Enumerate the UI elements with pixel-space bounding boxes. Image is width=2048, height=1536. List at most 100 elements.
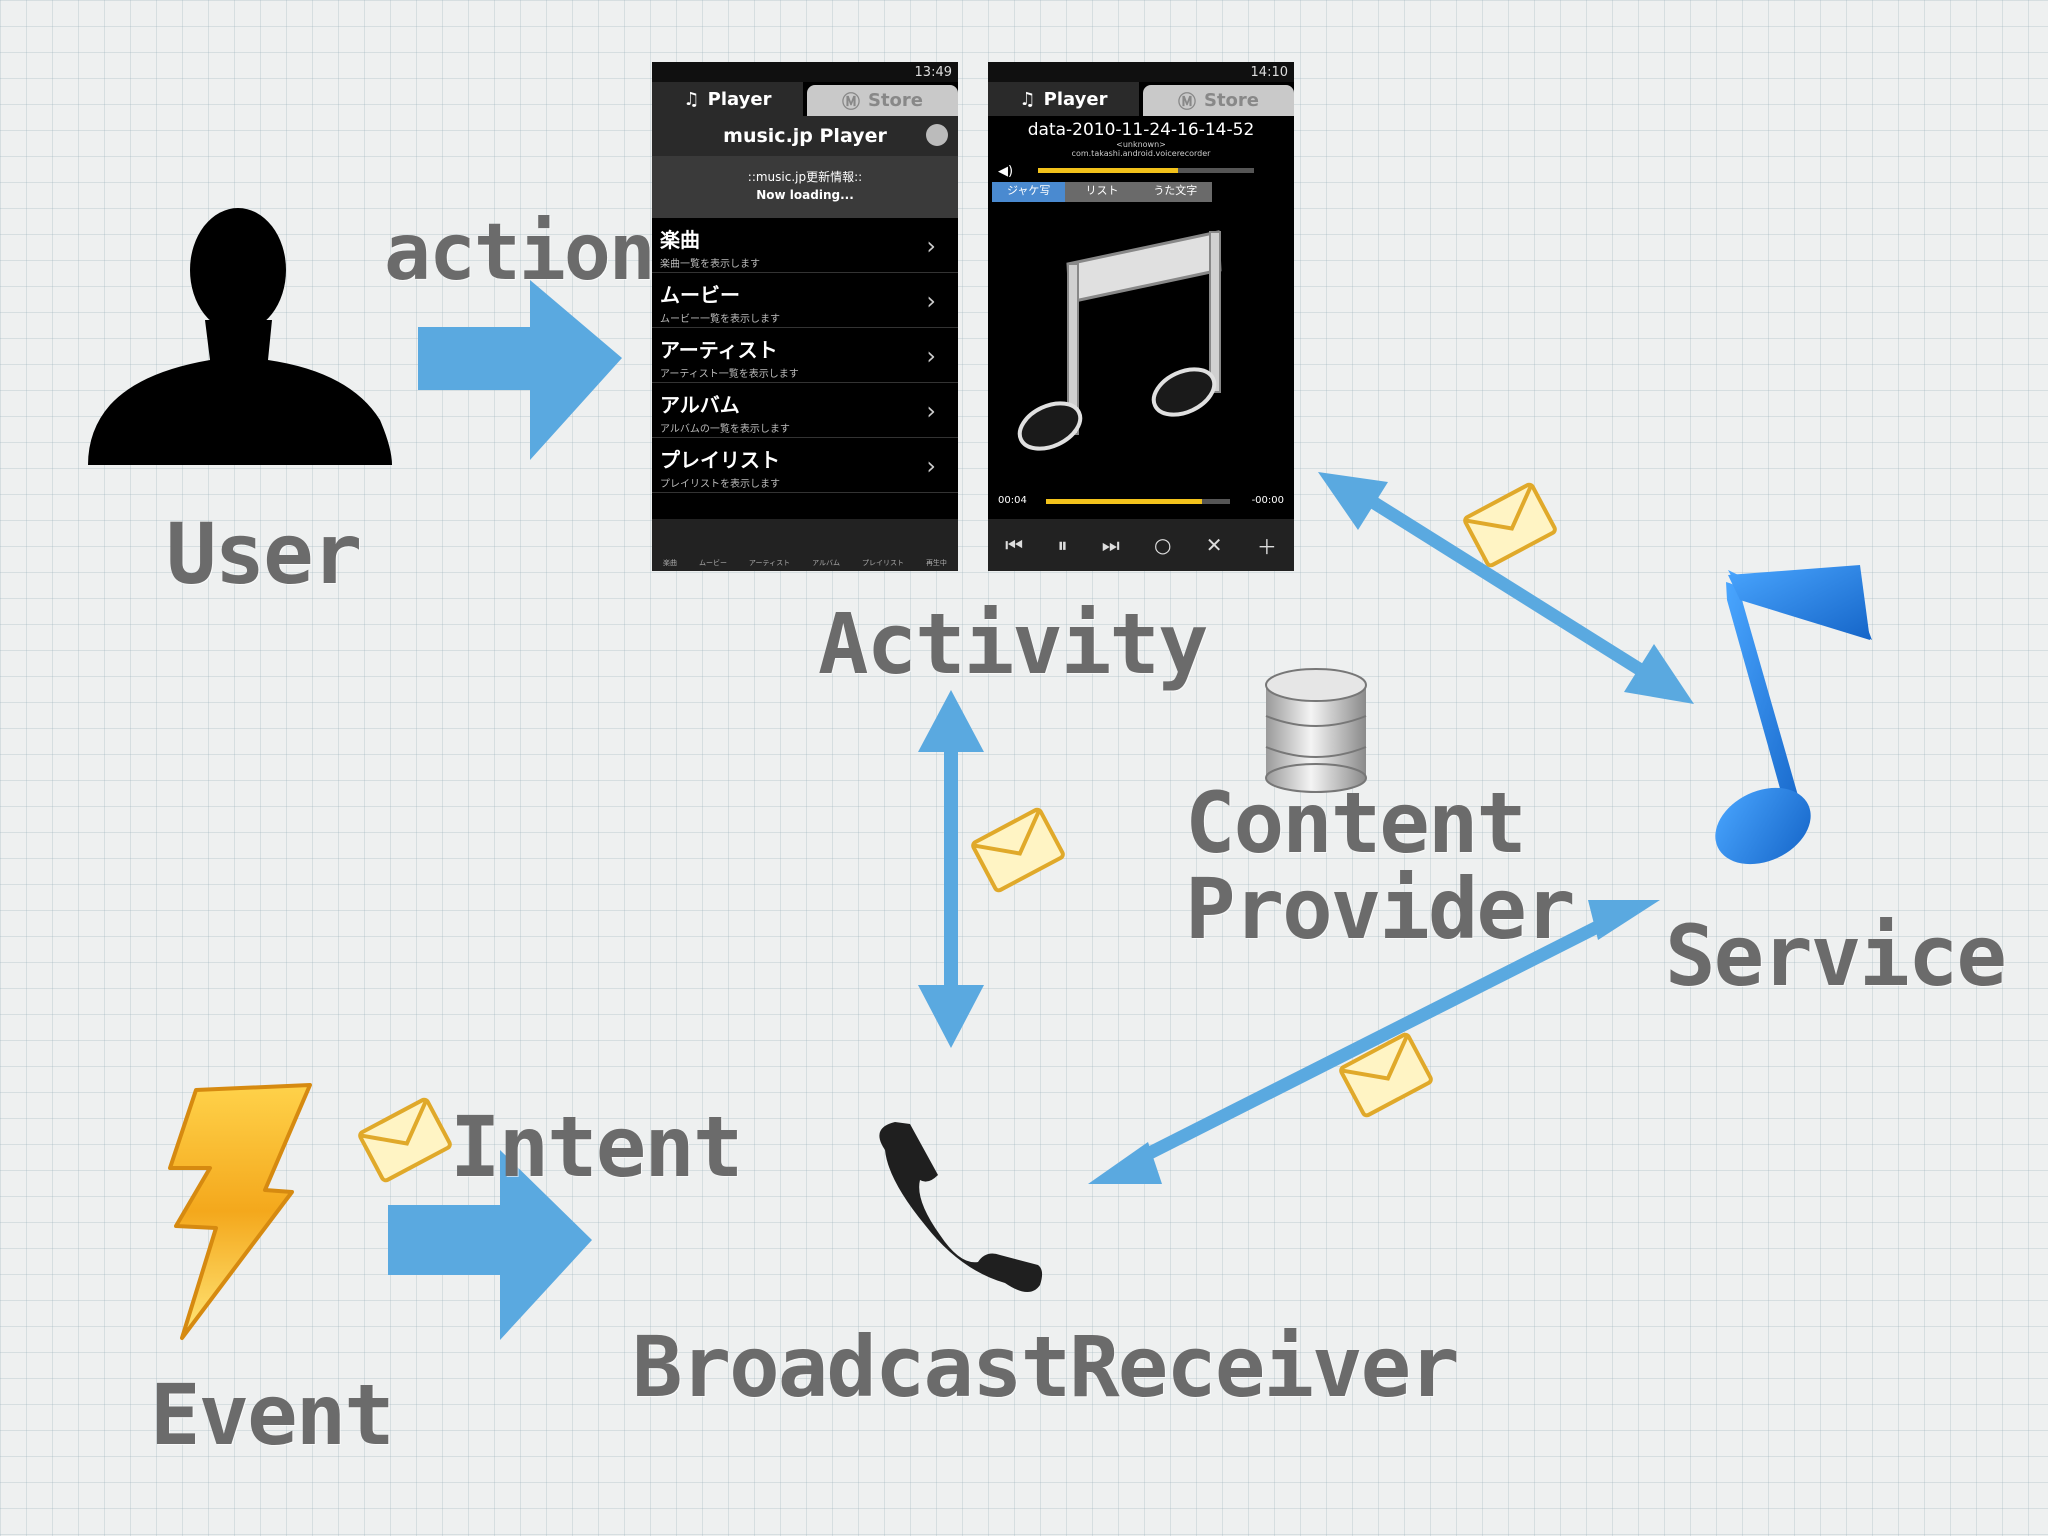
menu-list: 楽曲楽曲一覧を表示します› ムービームービー一覧を表示します› アーティストアー… xyxy=(652,218,958,493)
app-title-text: music.jp Player xyxy=(723,125,887,147)
speaker-icon: ◀) xyxy=(998,164,1014,179)
tab-store-label: Store xyxy=(867,90,924,111)
message-envelope-icon xyxy=(359,1098,451,1181)
app-title: music.jp Player xyxy=(652,116,958,156)
view-subtabs: ジャケ写 リスト うた文字 xyxy=(992,182,1212,202)
album-art-music-note-icon xyxy=(1017,230,1222,451)
status-time: 13:49 xyxy=(914,64,952,80)
store-logo-icon: Ⓜ xyxy=(1177,91,1196,113)
tab-store[interactable]: Ⓜ Store xyxy=(1143,85,1294,116)
action-label: action xyxy=(384,208,656,298)
pause-icon[interactable]: ⏸ xyxy=(1057,533,1068,557)
bottom-nav-item[interactable]: 楽曲 xyxy=(662,559,677,567)
menu-item-label: アルバム xyxy=(660,393,740,417)
activity-receiver-arrow xyxy=(918,690,984,1048)
activity-label: Activity xyxy=(818,595,1209,693)
tab-player[interactable]: ♫ Player xyxy=(652,82,803,116)
subtab-lyrics[interactable]: うた文字 xyxy=(1153,184,1198,197)
bottom-nav-item[interactable]: アルバム xyxy=(812,559,840,567)
bottom-nav-item[interactable]: 再生中 xyxy=(925,559,947,567)
previous-icon[interactable]: ⏮ xyxy=(1005,533,1024,557)
chevron-right-icon: › xyxy=(926,232,936,260)
menu-item-sub: ムービー一覧を表示します xyxy=(660,314,780,325)
tab-player[interactable]: ♫ Player xyxy=(988,82,1139,116)
track-artist: <unknown> xyxy=(1116,140,1166,149)
subtab-list[interactable]: リスト xyxy=(1085,184,1119,197)
progress-row: 00:04 -00:00 xyxy=(988,489,1294,513)
lightning-bolt-icon xyxy=(168,1083,312,1340)
menu-item[interactable]: プレイリストプレイリストを表示します › xyxy=(652,438,958,493)
phone-handset-icon xyxy=(879,1122,1043,1293)
repeat-icon[interactable]: ○ xyxy=(1154,533,1172,557)
bottom-nav-item[interactable]: プレイリスト xyxy=(861,559,904,567)
menu-item-sub: 楽曲一覧を表示します xyxy=(660,259,760,270)
content-provider-line1: Content xyxy=(1185,774,1527,872)
tab-store-label: Store xyxy=(1203,90,1260,111)
service-label: Service xyxy=(1665,907,2007,1005)
globe-icon[interactable] xyxy=(926,124,948,146)
menu-item[interactable]: 楽曲楽曲一覧を表示します › xyxy=(652,218,958,273)
intent-arrow xyxy=(388,1150,592,1340)
status-bar: 13:49 xyxy=(652,62,958,82)
status-bar: 14:10 xyxy=(988,62,1294,82)
store-logo-icon: Ⓜ xyxy=(841,91,860,113)
chevron-right-icon: › xyxy=(926,287,936,315)
seek-fill xyxy=(1046,499,1203,504)
tab-player-label: Player xyxy=(707,88,772,110)
chevron-right-icon: › xyxy=(926,342,936,370)
volume-slider[interactable] xyxy=(1038,168,1254,173)
intent-label: Intent xyxy=(450,1098,743,1196)
service-receiver-arrow xyxy=(1088,900,1660,1184)
activity-service-arrow xyxy=(1318,472,1694,704)
banner-line2: Now loading... xyxy=(756,188,854,202)
menu-item-label: プレイリスト xyxy=(660,448,780,472)
menu-item-sub: アーティスト一覧を表示します xyxy=(660,369,799,380)
menu-item-label: アーティスト xyxy=(660,338,778,362)
bottom-nav: 楽曲 ムービー アーティスト アルバム プレイリスト 再生中 xyxy=(652,519,958,571)
banner-line1: ::music.jp更新情報:: xyxy=(747,170,863,184)
bottom-nav-item[interactable]: アーティスト xyxy=(748,559,791,567)
menu-item[interactable]: アルバムアルバムの一覧を表示します › xyxy=(652,383,958,438)
track-package: com.takashi.android.voicerecorder xyxy=(1071,149,1211,158)
volume-fill xyxy=(1038,168,1179,173)
track-title: data-2010-11-24-16-14-52 xyxy=(1027,120,1255,140)
activity-screenshot-player: 14:10 ♫ Player Ⓜ Store data-2010-11-24-16-… xyxy=(988,62,1294,571)
menu-item-label: 楽曲 xyxy=(660,228,700,252)
add-icon[interactable]: ＋ xyxy=(1256,534,1277,559)
message-envelope-icon xyxy=(1464,483,1556,566)
content-provider-label: Content Provider xyxy=(1185,774,1576,958)
music-note-icon: ♫ xyxy=(683,88,700,110)
event-label: Event xyxy=(150,1366,395,1464)
menu-item[interactable]: ムービームービー一覧を表示します › xyxy=(652,273,958,328)
broadcast-receiver-label: BroadcastReceiver xyxy=(632,1318,1460,1416)
menu-item-sub: アルバムの一覧を表示します xyxy=(660,424,790,435)
music-note-icon xyxy=(1715,565,1872,865)
database-icon xyxy=(1265,668,1367,793)
shuffle-icon[interactable]: ✕ xyxy=(1205,533,1223,557)
subtab-jacket[interactable]: ジャケ写 xyxy=(992,182,1066,202)
player-controls: ⏮ ⏸ ⏭ ○ ✕ ＋ xyxy=(988,519,1294,571)
tab-player-label: Player xyxy=(1043,88,1108,110)
menu-item-label: ムービー xyxy=(660,283,740,307)
action-arrow xyxy=(418,280,622,460)
elapsed-time: 00:04 xyxy=(998,495,1027,506)
activity-screenshot-menu: 13:49 ♫ Player Ⓜ Store music.jp Player ::m… xyxy=(652,62,958,571)
status-time: 14:10 xyxy=(1250,64,1288,80)
user-icon xyxy=(88,208,392,465)
chevron-right-icon: › xyxy=(926,452,936,480)
next-icon[interactable]: ⏭ xyxy=(1101,533,1120,557)
message-envelope-icon xyxy=(972,808,1064,891)
tab-store[interactable]: Ⓜ Store xyxy=(807,85,958,116)
remaining-time: -00:00 xyxy=(1251,495,1284,506)
bottom-nav-item[interactable]: ムービー xyxy=(698,559,727,567)
seek-bar[interactable] xyxy=(1046,499,1230,504)
music-note-icon: ♫ xyxy=(1019,88,1036,110)
info-banner: ::music.jp更新情報:: Now loading... xyxy=(652,156,958,218)
content-provider-line2: Provider xyxy=(1185,860,1576,958)
menu-item[interactable]: アーティストアーティスト一覧を表示します › xyxy=(652,328,958,383)
chevron-right-icon: › xyxy=(926,397,936,425)
user-label: User xyxy=(166,505,362,603)
volume-row: ◀) xyxy=(998,160,1284,180)
menu-item-sub: プレイリストを表示します xyxy=(660,479,780,490)
